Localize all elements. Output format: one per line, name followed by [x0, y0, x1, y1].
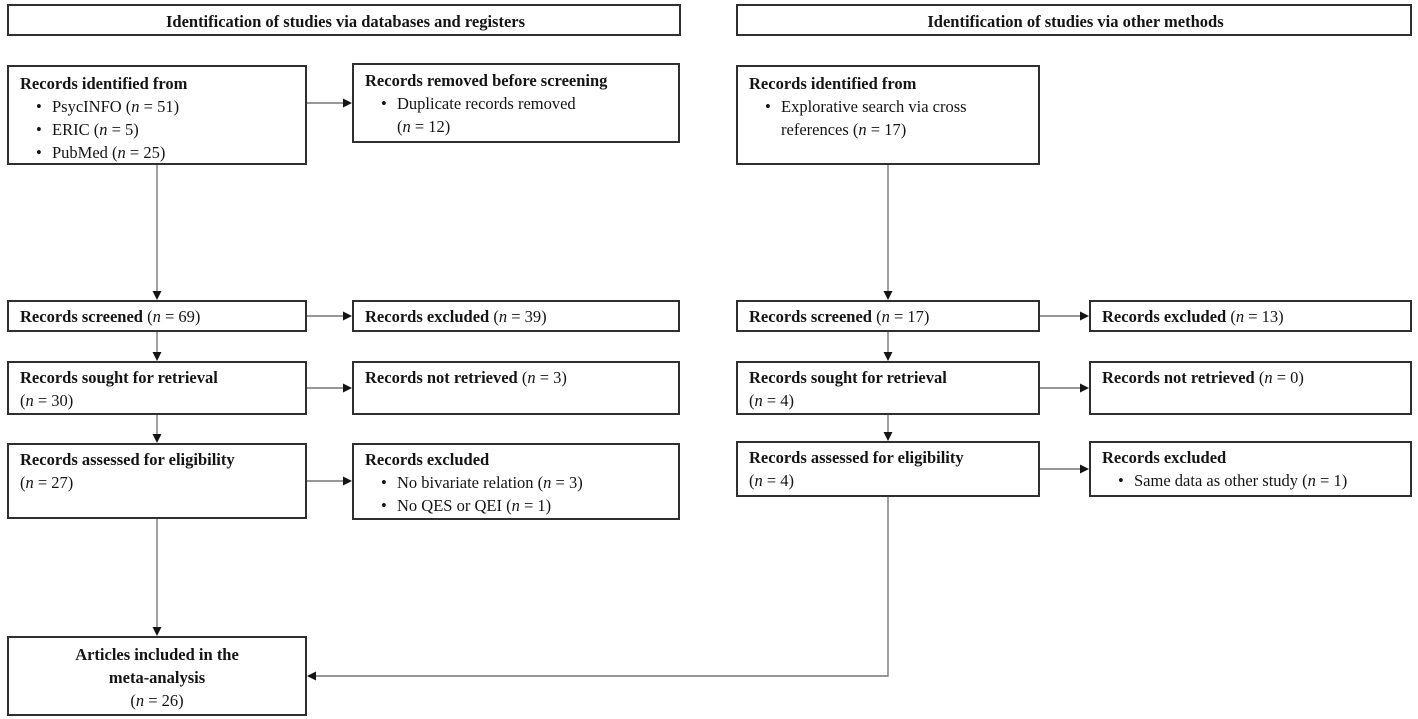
box-records-assessed-right: Records assessed for eligibility (n = 4)	[736, 441, 1040, 497]
arrow-screened-to-excluded-left	[307, 311, 352, 321]
box-title: Records identified from	[749, 74, 917, 93]
box-count: (n = 4)	[749, 471, 795, 490]
box-title: Records sought for retrieval	[749, 368, 947, 387]
bullet-item: • ERIC (n = 5)	[20, 118, 297, 141]
bullet-item: • Same data as other study (n = 1)	[1102, 469, 1402, 492]
arrow-screened-to-excluded-right	[1040, 311, 1089, 321]
bullet-text: PsycINFO (n = 51)	[52, 97, 180, 116]
box-title: Records removed before screening	[365, 71, 608, 90]
bullet-icon: •	[381, 94, 387, 113]
header-other-methods-label: Identification of studies via other meth…	[927, 12, 1224, 31]
box-records-screened-left: Records screened (n = 69)	[7, 300, 307, 332]
box-records-not-retrieved-left: Records not retrieved (n = 3)	[352, 361, 680, 415]
arrow-sought-to-assessed-left	[152, 415, 162, 443]
box-title: meta-analysis	[108, 668, 206, 687]
bullet-text: No QES or QEI (n = 1)	[397, 496, 552, 515]
bullet-icon: •	[381, 473, 387, 492]
bullet-text: ERIC (n = 5)	[52, 120, 139, 139]
box-count: (n = 4)	[749, 391, 795, 410]
box-records-assessed-left: Records assessed for eligibility (n = 27…	[7, 443, 307, 519]
box-count: (n = 26)	[130, 691, 184, 710]
box-title: Records sought for retrieval	[20, 368, 218, 387]
arrow-assessed-to-excluded-right	[1040, 464, 1089, 474]
arrow-assessed-right-to-included	[307, 497, 889, 681]
box-records-sought-right: Records sought for retrieval (n = 4)	[736, 361, 1040, 415]
bullet-text: Same data as other study (n = 1)	[1134, 471, 1348, 490]
box-text: Records screened (n = 17)	[749, 307, 930, 326]
box-records-excluded-eligibility-left: Records excluded • No bivariate relation…	[352, 443, 680, 520]
bullet-icon: •	[1118, 471, 1124, 490]
bullet-icon: •	[36, 120, 42, 139]
arrow-assessed-to-excluded-left	[307, 476, 352, 486]
bullet-icon: •	[765, 97, 771, 116]
arrow-identified-to-screened-left	[152, 165, 162, 300]
box-text: Records screened (n = 69)	[20, 307, 201, 326]
box-title: Articles included in the	[75, 645, 239, 664]
box-title: Records assessed for eligibility	[749, 448, 964, 467]
box-records-screened-right: Records screened (n = 17)	[736, 300, 1040, 332]
arrow-sought-to-notretrieved-right	[1040, 383, 1089, 393]
bullet-text: PubMed (n = 25)	[52, 143, 166, 162]
bullet-item: • No bivariate relation (n = 3)	[365, 471, 670, 494]
box-title: Records excluded	[365, 450, 490, 469]
bullet-text: Duplicate records removed(n = 12)	[397, 94, 576, 136]
bullet-item: • PsycINFO (n = 51)	[20, 95, 297, 118]
bullet-item: • No QES or QEI (n = 1)	[365, 494, 670, 517]
box-records-identified-databases: Records identified from • PsycINFO (n = …	[7, 65, 307, 165]
bullet-item: • PubMed (n = 25)	[20, 141, 297, 164]
box-articles-included: Articles included in the meta-analysis (…	[7, 636, 307, 716]
header-databases-registers: Identification of studies via databases …	[7, 4, 681, 36]
arrow-identified-to-removed	[307, 98, 352, 108]
bullet-icon: •	[381, 496, 387, 515]
arrow-screened-to-sought-left	[152, 332, 162, 361]
header-databases-registers-label: Identification of studies via databases …	[165, 12, 526, 31]
box-count: (n = 27)	[20, 473, 74, 492]
bullet-text: No bivariate relation (n = 3)	[397, 473, 583, 492]
arrow-sought-to-assessed-right	[883, 415, 893, 441]
box-records-excluded-screened-right: Records excluded (n = 13)	[1089, 300, 1412, 332]
arrow-identified-to-screened-right	[883, 165, 893, 300]
box-text: Records excluded (n = 13)	[1102, 307, 1284, 326]
box-text: Records not retrieved (n = 0)	[1102, 368, 1304, 387]
box-count: (n = 30)	[20, 391, 74, 410]
box-records-identified-other: Records identified from • Explorative se…	[736, 65, 1040, 165]
box-text: Records excluded (n = 39)	[365, 307, 547, 326]
bullet-icon: •	[36, 143, 42, 162]
header-other-methods: Identification of studies via other meth…	[736, 4, 1412, 36]
box-title: Records excluded	[1102, 448, 1227, 467]
box-records-not-retrieved-right: Records not retrieved (n = 0)	[1089, 361, 1412, 415]
box-records-excluded-screened-left: Records excluded (n = 39)	[352, 300, 680, 332]
box-records-sought-left: Records sought for retrieval (n = 30)	[7, 361, 307, 415]
bullet-item: • Duplicate records removed(n = 12)	[365, 92, 670, 138]
arrow-screened-to-sought-right	[883, 332, 893, 361]
arrow-sought-to-notretrieved-left	[307, 383, 352, 393]
box-text: Records not retrieved (n = 3)	[365, 368, 567, 387]
box-title: Records identified from	[20, 74, 188, 93]
box-records-removed-before-screening: Records removed before screening • Dupli…	[352, 63, 680, 143]
arrow-assessed-to-included	[152, 519, 162, 636]
bullet-icon: •	[36, 97, 42, 116]
box-records-excluded-eligibility-right: Records excluded • Same data as other st…	[1089, 441, 1412, 497]
box-title: Records assessed for eligibility	[20, 450, 235, 469]
